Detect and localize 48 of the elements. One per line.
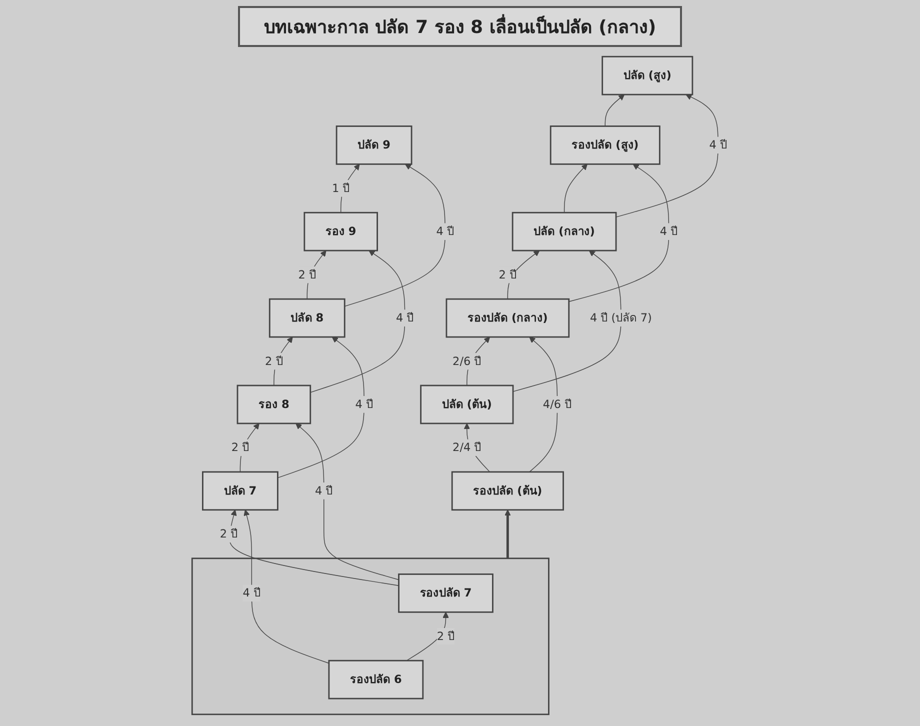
arrow — [278, 336, 365, 478]
edge-label: 4 ปี — [356, 397, 374, 411]
node-box: รองปลัด 6 — [328, 660, 424, 700]
edge-label: 4 ปี — [396, 311, 414, 324]
node-box: ปลัด (ต้น) — [420, 384, 514, 424]
arrow — [564, 164, 588, 213]
arrow — [569, 164, 670, 302]
node-box: ปลัด 9 — [336, 125, 413, 165]
node-box: ปลัด (กลาง) — [512, 212, 618, 252]
arrow — [310, 250, 406, 393]
arrow — [530, 336, 558, 472]
node-box: ปลัด 8 — [269, 298, 346, 338]
arrow — [296, 423, 400, 580]
edge-label: 4 ปี — [315, 484, 334, 498]
edge-label: 4 ปี — [243, 586, 262, 600]
node-box: รองปลัด 7 — [398, 573, 494, 613]
edge-label: 2/4 ปี — [453, 440, 482, 454]
node-box: รองปลัด (สูง) — [550, 125, 661, 165]
node-box: รอง 8 — [237, 384, 312, 424]
arrow — [505, 510, 512, 558]
edge-label: 4 ปี — [436, 224, 454, 238]
arrow — [230, 510, 400, 586]
arrow — [508, 250, 540, 300]
arrow — [344, 164, 446, 307]
node-box: ปลัด 7 — [202, 471, 279, 511]
edge-label: 2 ปี — [499, 268, 518, 282]
edge-label: 4 ปี — [710, 138, 728, 152]
cluster — [192, 558, 550, 716]
edge-label: 2 ปี — [437, 629, 456, 643]
edge-label: 2 ปี — [298, 268, 316, 282]
node-box: รองปลัด (กลาง) — [446, 298, 570, 338]
node-box: รองปลัด (ต้น) — [452, 471, 564, 511]
node-box: ปลัด (สูง) — [602, 56, 694, 96]
edge-label: 2 ปี — [266, 354, 284, 368]
edge-label: 2 ปี — [220, 527, 238, 540]
edge-label: 2/6 ปี — [453, 354, 482, 368]
title: บทเฉพาะกาล ปลัด 7 รอง 8 เลื่อนเป็นปลัด (กลาง) — [238, 6, 682, 47]
arrow — [406, 612, 450, 661]
arrow — [616, 94, 719, 218]
edge-label: 1 ปี — [332, 181, 350, 195]
edge-label: 4/6 ปี — [543, 397, 572, 411]
arrow — [605, 94, 626, 127]
node-box: รอง 9 — [304, 212, 378, 252]
edge-label: 4 ปี — [660, 224, 678, 238]
arrow — [513, 250, 622, 392]
arrow — [244, 510, 330, 664]
edge-label: 2 ปี — [232, 440, 250, 454]
edge-label: 4 ปี (ปลัด 7) — [590, 311, 652, 324]
